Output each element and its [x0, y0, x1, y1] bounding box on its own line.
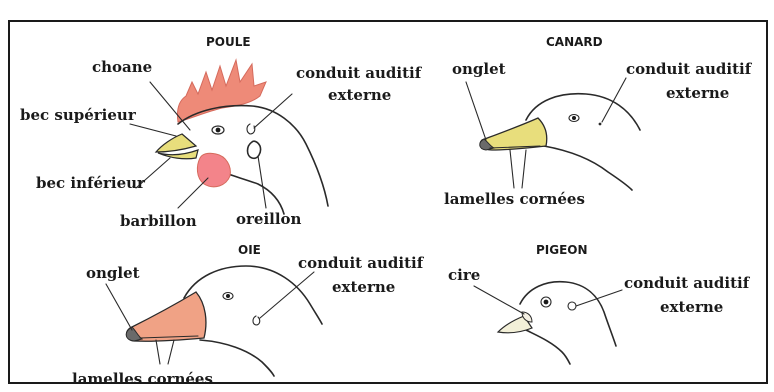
poule-head-outline [178, 106, 328, 206]
poule-pupil [216, 128, 221, 133]
poule-oreillon [248, 141, 261, 158]
canard-title: CANARD [546, 35, 603, 49]
leader-cire [474, 286, 524, 314]
pigeon-head-outline [520, 282, 616, 346]
label-conduit-poule-2: externe [328, 86, 391, 104]
canard-panel: CANARD onglet conduit auditif externe la… [444, 35, 753, 208]
label-conduit-poule-1: conduit auditif [296, 64, 423, 82]
oie-panel: OIE onglet conduit auditif externe lamel… [72, 243, 425, 388]
leader-lamelles-oie-1 [156, 340, 160, 364]
label-barbillon: barbillon [120, 212, 197, 230]
leader-lamelles-oie-2 [168, 340, 174, 364]
leader-bec-superieur [130, 124, 176, 136]
pigeon-panel: PIGEON cire conduit auditif externe [448, 243, 751, 364]
label-bec-superieur: bec supérieur [20, 106, 137, 124]
pigeon-throat-outline [526, 330, 570, 364]
poule-ear-opening [247, 124, 255, 134]
pigeon-ear [568, 302, 576, 310]
leader-lamelles-canard-1 [510, 150, 514, 188]
label-lamelles-canard: lamelles cornées [444, 190, 585, 208]
leader-conduit-poule [254, 94, 292, 128]
poule-comb [177, 60, 266, 122]
label-conduit-pigeon-2: externe [660, 298, 723, 316]
label-conduit-oie-1: conduit auditif [298, 254, 425, 272]
label-cire: cire [448, 266, 480, 284]
canard-ear [599, 123, 602, 126]
label-oreillon: oreillon [236, 210, 302, 228]
poule-beak-upper [156, 134, 196, 152]
leader-barbillon [178, 178, 208, 208]
pigeon-pupil [544, 300, 549, 305]
label-onglet-canard: onglet [452, 60, 506, 78]
label-bec-inferieur: bec inférieur [36, 174, 146, 192]
label-conduit-canard-2: externe [666, 84, 729, 102]
leader-oreillon [258, 156, 266, 208]
label-onglet-oie: onglet [86, 264, 140, 282]
canard-pupil [572, 116, 576, 120]
poule-title: POULE [206, 35, 251, 49]
leader-onglet-oie [106, 284, 132, 330]
oie-ear [253, 316, 260, 325]
pigeon-title: PIGEON [536, 243, 588, 257]
poule-wattle [197, 153, 230, 187]
leader-conduit-pigeon [576, 290, 622, 306]
leader-lamelles-canard-2 [522, 150, 526, 188]
label-conduit-pigeon-1: conduit auditif [624, 274, 751, 292]
oie-title: OIE [238, 243, 261, 257]
label-conduit-oie-2: externe [332, 278, 395, 296]
label-lamelles-oie: lamelles cornées [72, 370, 213, 388]
leader-onglet-canard [466, 82, 486, 140]
oie-bill [127, 292, 206, 341]
label-choane: choane [92, 58, 152, 76]
canard-throat-outline [544, 146, 632, 190]
leader-conduit-canard [602, 78, 626, 122]
label-conduit-canard-1: conduit auditif [626, 60, 753, 78]
oie-pupil [226, 294, 230, 298]
poule-panel: POULE choane bec supérieur bec inférieur… [20, 35, 423, 230]
